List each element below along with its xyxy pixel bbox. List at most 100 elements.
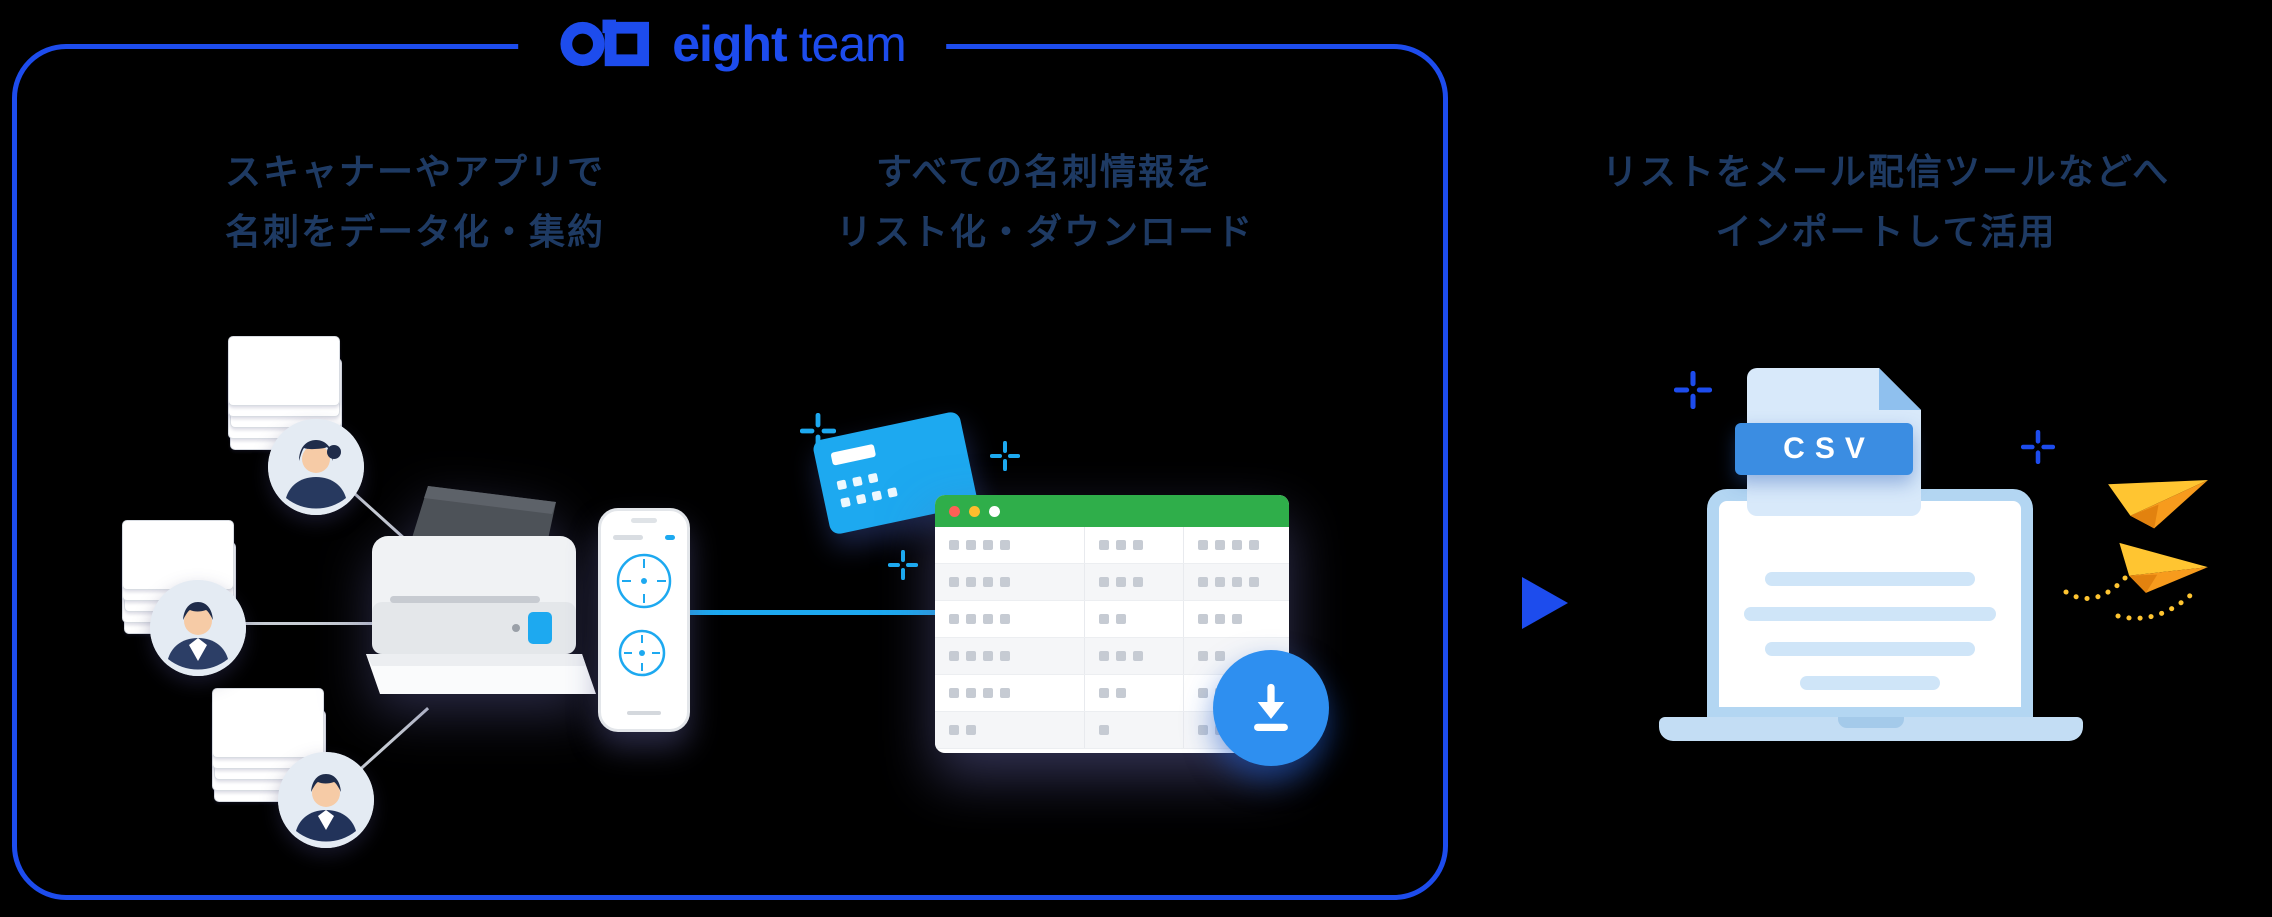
cell-placeholder-block — [949, 540, 959, 550]
sheet-cell — [935, 675, 1084, 711]
screen-text-line — [1800, 676, 1940, 690]
sheet-cell — [1182, 601, 1289, 637]
window-minimize-dot — [969, 505, 980, 517]
sheet-cell — [1182, 527, 1289, 563]
logo-word-eight: eight — [672, 16, 787, 72]
spreadsheet-titlebar — [935, 495, 1289, 527]
step3-title-line2: インポートして活用 — [1715, 211, 2057, 252]
cell-placeholder-block — [1000, 614, 1010, 624]
cell-placeholder-block — [1197, 688, 1208, 698]
plus-sparkle-icon — [990, 441, 1020, 471]
cell-placeholder-block — [1231, 540, 1242, 550]
person-avatar-man-1 — [150, 580, 246, 676]
sheet-cell — [1083, 601, 1183, 637]
download-icon — [1254, 683, 1288, 731]
cell-placeholder-block — [949, 651, 959, 661]
cell-placeholder-block — [1231, 577, 1242, 587]
step3-title: リストをメール配信ツールなどへ インポートして活用 — [1576, 142, 2196, 262]
csv-file-fold — [1879, 368, 1921, 410]
cell-placeholder-block — [949, 725, 959, 735]
cell-placeholder-block — [983, 540, 993, 550]
scanner-icon — [366, 486, 596, 694]
window-zoom-dot — [989, 505, 1000, 517]
step1-title: スキャナーやアプリで 名刺をデータ化・集約 — [105, 142, 725, 262]
cell-placeholder-block — [1248, 577, 1259, 587]
screen-text-line — [1765, 572, 1975, 586]
cell-placeholder-block — [1000, 688, 1010, 698]
screen-text-line — [1765, 642, 1975, 656]
cell-placeholder-block — [1115, 614, 1126, 624]
cell-placeholder-block — [966, 688, 976, 698]
sheet-cell — [1182, 564, 1289, 600]
sheet-row — [935, 564, 1289, 601]
person-avatar-man-2 — [278, 752, 374, 848]
plane-trail — [2115, 589, 2197, 621]
sheet-cell — [935, 527, 1084, 563]
plus-sparkle-icon — [888, 550, 918, 580]
sheet-cell — [1083, 675, 1183, 711]
card-layer — [228, 336, 340, 406]
cell-placeholder-block — [949, 688, 959, 698]
cell-placeholder-block — [1214, 540, 1225, 550]
sheet-row — [935, 601, 1289, 638]
business-card-stack-bottom — [212, 688, 326, 806]
laptop-screen — [1707, 489, 2033, 719]
cell-placeholder-block — [1214, 614, 1225, 624]
screen-text-line — [1744, 607, 1996, 621]
cell-placeholder-block — [1000, 577, 1010, 587]
cell-placeholder-block — [1197, 577, 1208, 587]
cell-placeholder-block — [1132, 577, 1143, 587]
cell-placeholder-block — [1098, 651, 1109, 661]
cell-placeholder-block — [983, 651, 993, 661]
smartphone-screen-icon — [613, 518, 675, 715]
cell-placeholder-block — [983, 688, 993, 698]
man-icon — [278, 752, 374, 848]
cell-placeholder-block — [966, 725, 976, 735]
cell-placeholder-block — [1115, 651, 1126, 661]
step1-title-line2: 名刺をデータ化・集約 — [224, 211, 605, 252]
card-layer — [122, 520, 234, 590]
eight-logo-icon — [560, 19, 650, 67]
man-icon — [150, 580, 246, 676]
cell-placeholder-block — [1098, 540, 1109, 550]
plus-sparkle-icon — [800, 413, 836, 449]
cell-placeholder-block — [1132, 651, 1143, 661]
cell-placeholder-block — [1098, 725, 1109, 735]
window-close-dot — [949, 505, 960, 517]
step2-title-line1: すべての名刺情報を — [875, 151, 1215, 192]
cell-placeholder-block — [949, 614, 959, 624]
sheet-cell — [935, 638, 1084, 674]
sheet-cell — [1182, 638, 1289, 674]
cell-placeholder-block — [983, 577, 993, 587]
paper-plane-icon — [2108, 479, 2209, 529]
cell-placeholder-block — [1115, 688, 1126, 698]
cell-placeholder-block — [1248, 540, 1259, 550]
cell-placeholder-block — [1197, 651, 1208, 661]
plus-sparkle-icon — [2021, 430, 2055, 464]
csv-banner: CSV — [1735, 423, 1913, 475]
cell-placeholder-block — [1000, 540, 1010, 550]
cell-placeholder-block — [966, 540, 976, 550]
csv-label: CSV — [1783, 432, 1875, 465]
step1-title-line1: スキャナーやアプリで — [224, 151, 605, 192]
woman-icon — [268, 419, 364, 515]
cell-placeholder-block — [1197, 540, 1208, 550]
download-button — [1213, 650, 1329, 766]
cell-placeholder-block — [1000, 651, 1010, 661]
flow-line — [640, 610, 940, 615]
card-logo-block — [830, 443, 877, 466]
sheet-cell — [1083, 527, 1183, 563]
sheet-cell — [935, 601, 1084, 637]
cell-placeholder-block — [949, 577, 959, 587]
step3-title-line1: リストをメール配信ツールなどへ — [1601, 151, 2171, 192]
cell-placeholder-block — [1231, 614, 1242, 624]
cell-placeholder-block — [966, 614, 976, 624]
arrow-right-triangle-icon — [1522, 577, 1568, 629]
step2-title-line2: リスト化・ダウンロード — [835, 211, 1254, 252]
cell-placeholder-block — [1197, 725, 1208, 735]
sheet-cell — [935, 712, 1084, 748]
cell-placeholder-block — [966, 577, 976, 587]
